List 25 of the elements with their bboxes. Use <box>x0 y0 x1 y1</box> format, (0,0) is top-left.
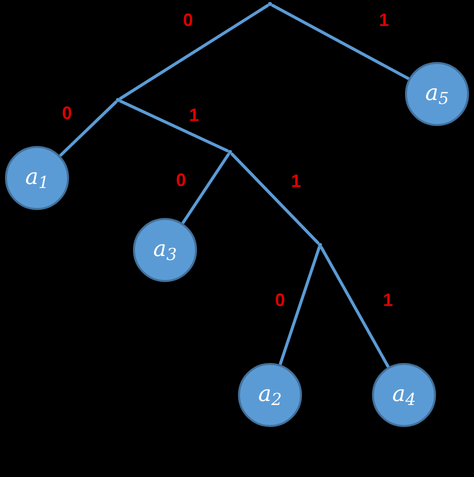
edge-label: 0 <box>62 104 72 122</box>
edge-label: 1 <box>383 291 393 309</box>
edge-label: 1 <box>291 172 301 190</box>
tree-branch <box>271 4 410 80</box>
leaf-symbol: a$_{1}$ <box>25 167 49 189</box>
edge-label: 0 <box>183 11 193 29</box>
branch-point <box>268 2 272 6</box>
leaf-symbol: a$_{5}$ <box>425 83 449 105</box>
branch-point <box>228 150 232 154</box>
tree-branch <box>278 246 321 366</box>
branch-point <box>318 243 322 247</box>
tree-branch <box>119 99 229 153</box>
tree-branch <box>181 152 230 224</box>
leaf-symbol: a$_{4}$ <box>392 384 416 406</box>
tree-branch <box>230 152 320 245</box>
edge-label: 0 <box>176 171 186 189</box>
branch-point <box>116 98 120 102</box>
leaf-symbol: a$_{3}$ <box>153 239 177 261</box>
edge-label: 1 <box>189 106 199 124</box>
edge-label: 1 <box>379 11 389 29</box>
edge-label: 0 <box>275 291 285 309</box>
tree-branch <box>320 246 390 368</box>
leaf-symbol: a$_{2}$ <box>258 384 282 406</box>
tree-branch <box>118 4 270 100</box>
tree-branch <box>59 100 118 157</box>
